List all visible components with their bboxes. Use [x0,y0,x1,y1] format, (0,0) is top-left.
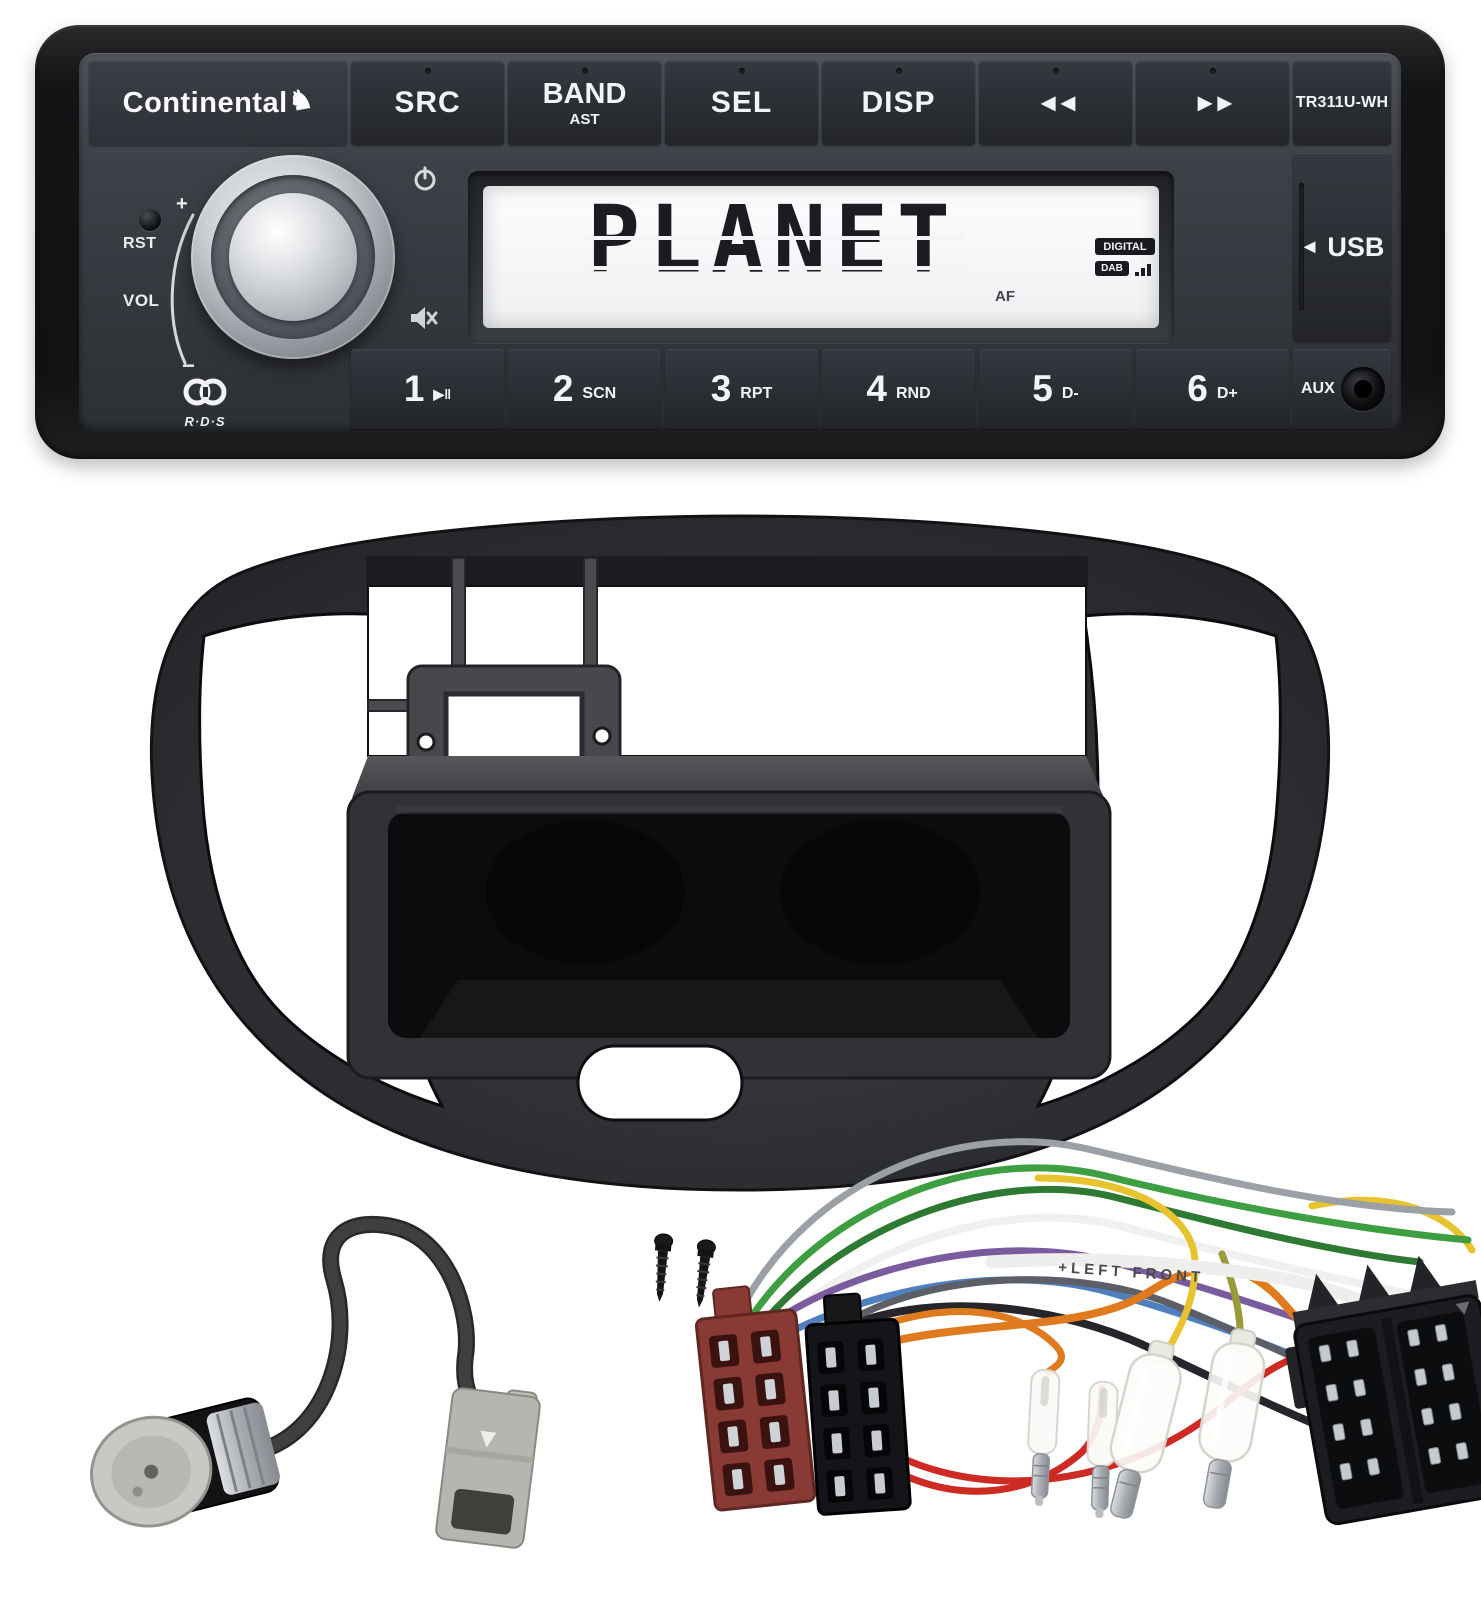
black-wire [826,1302,1352,1442]
white-wire [768,1213,1444,1334]
iso-speaker-plug [804,1292,912,1516]
src-label: SRC [394,86,461,119]
rewind-icon: ◄◄ [1035,88,1080,117]
mounting-screw [649,1232,675,1304]
radio-faceplate: Continental ♞ SRC BAND AST SEL DISP ◄◄ [79,53,1401,433]
preset-sub: SCN [582,385,617,402]
preset-button-4: 4 RND [822,349,975,429]
yellow-branch-wire [1034,1174,1199,1364]
preset-num: 2 [552,368,574,409]
volume-minus-label: − [182,353,196,378]
volume-arc [170,213,195,365]
reset-label: RST [123,235,157,252]
volume-label: VOL [123,291,160,310]
opening-top-frame [366,556,1088,588]
preset-num: 3 [710,368,732,409]
segment-gap-line [583,236,963,240]
grey-wire [738,1138,1456,1312]
forward-button: ►► [1136,61,1289,145]
volume-knob [191,155,395,359]
aux-label: AUX [1301,380,1335,397]
car-radio-unit: Continental ♞ SRC BAND AST SEL DISP ◄◄ [35,25,1445,459]
dark-green-wire [758,1185,1424,1328]
preset-button-5: 5 D- [979,349,1132,429]
usb-panel: ◄ USB [1293,153,1391,341]
dab-badge: DAB [1095,261,1129,276]
usb-label: USB [1327,231,1385,262]
preset-num: 4 [866,368,887,409]
aux-panel: AUX [1293,349,1391,429]
reset-button [139,209,161,231]
ast-label: AST [569,110,600,128]
forward-icon: ►► [1192,88,1237,117]
preset-sub: D- [1061,385,1079,402]
model-badge: TR311U-WH [1293,61,1391,145]
preset-button-2: 2 SCN [508,349,661,429]
preset-button-6: 6 D+ [1136,349,1289,429]
power-icon [414,166,436,191]
sel-label: SEL [710,86,773,119]
band-label: BAND [542,77,627,110]
mute-icon [411,307,438,329]
knob-cap [229,193,357,321]
preset-num: 6 [1187,368,1208,409]
disp-label: DISP [861,86,936,119]
preset-num: 5 [1032,368,1053,409]
display-recess: PLANET DIGITAL DAB AF [468,171,1174,343]
antenna-cable [262,1218,476,1454]
rds-logo: R·D·S [89,349,347,429]
wire-loom [738,1138,1476,1495]
antenna-vehicle-connector [435,1387,541,1549]
preset-sub: RPT [740,385,773,402]
mounting-screw [689,1237,718,1310]
rewind-button: ◄◄ [979,61,1132,145]
antenna-adapter [90,1215,541,1549]
green-wire [748,1164,1472,1320]
iso-power-plug [694,1285,817,1512]
iso-antenna-plug [90,1397,280,1528]
segment-gap-line [583,266,963,270]
disp-button: DISP [822,61,975,145]
preset-button-1: 1 ▶‖ [351,349,504,429]
aux-jack-socket [1340,367,1385,411]
brand-logo: Continental ♞ [89,61,347,145]
dash-fascia [149,514,1331,1192]
brand-text: Continental [122,86,288,119]
src-button: SRC [351,61,504,145]
model-text: TR311U-WH [1295,94,1389,111]
rds-icon [183,378,227,406]
sel-button: SEL [665,61,818,145]
band-ast-button: BAND AST [508,61,661,145]
iso-socket-block [1285,1255,1481,1526]
digital-badge: DIGITAL [1095,238,1155,255]
storage-pocket [346,756,1112,1080]
preset-button-3: 3 RPT [665,349,818,429]
signal-bars-icon [1135,264,1151,276]
preset-sub: RND [895,385,931,402]
volume-plus-label: + [176,193,189,215]
rds-label: R·D·S [184,414,226,429]
usb-arrow-icon: ◄ [1299,235,1320,258]
play-pause-icon: ▶‖ [433,385,452,402]
bottom-slot [576,1044,744,1122]
wiring-harness: +LEFT FRONT [90,1138,1481,1549]
preset-sub: D+ [1216,385,1238,402]
preset-num: 1 [403,368,425,409]
lcd-textwrap: PLANET [583,186,963,294]
af-indicator: AF [995,288,1015,305]
lcd-display: PLANET DIGITAL DAB AF [483,186,1159,328]
usb-cover-slot [1299,183,1304,311]
